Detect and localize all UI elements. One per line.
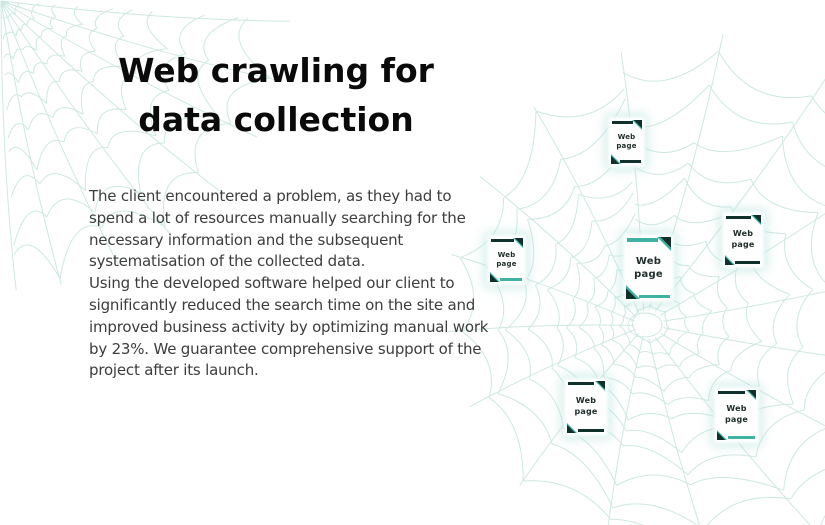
folded-corner-icon <box>632 120 642 130</box>
case-description: The client encountered a problem, as the… <box>89 186 495 382</box>
folded-corner-icon <box>513 238 523 248</box>
web-page-card-bottom-left: Web page <box>566 380 606 434</box>
folded-corner-icon <box>595 381 605 391</box>
card-top-edge <box>718 391 745 394</box>
card-bottom-edge <box>735 261 760 264</box>
page-title-line2: data collection <box>138 100 414 139</box>
card-bottom-edge <box>578 429 604 432</box>
card-top-edge <box>612 121 634 124</box>
page-title-line1: Web crawling for <box>118 51 434 90</box>
card-bottom-edge <box>499 278 522 281</box>
card-bottom-edge <box>728 436 755 439</box>
card-top-edge <box>568 382 594 385</box>
web-page-label: Web page <box>731 229 755 249</box>
case-description-paragraph2: Using the developed software helped our … <box>89 274 489 380</box>
folded-corner-icon <box>490 272 500 282</box>
folded-corner-icon <box>746 390 756 400</box>
card-bottom-edge <box>619 160 641 163</box>
card-top-edge <box>491 239 514 242</box>
web-page-card-right: Web page <box>724 214 762 266</box>
case-description-paragraph1: The client encountered a problem, as the… <box>89 187 466 271</box>
folded-corner-icon <box>751 215 761 225</box>
web-page-card-left: Web page <box>489 237 524 283</box>
web-page-label: Web page <box>634 255 663 281</box>
web-page-card-center: Web page <box>625 236 672 300</box>
card-top-edge <box>627 238 658 242</box>
folded-corner-icon <box>567 423 577 433</box>
web-page-label: Web page <box>574 396 598 416</box>
web-page-label: Web page <box>496 250 517 268</box>
folded-corner-icon <box>725 255 735 265</box>
web-page-label: Web page <box>724 404 749 424</box>
folded-corner-icon <box>626 285 640 299</box>
page-title: Web crawling for data collection <box>70 46 482 144</box>
web-page-label: Web page <box>616 132 637 150</box>
folded-corner-icon <box>717 430 727 440</box>
folded-corner-icon <box>657 237 671 251</box>
web-page-card-bottom-right: Web page <box>716 389 757 441</box>
card-top-edge <box>726 216 751 219</box>
web-page-card-top: Web page <box>610 119 643 165</box>
card-bottom-edge <box>639 295 670 298</box>
